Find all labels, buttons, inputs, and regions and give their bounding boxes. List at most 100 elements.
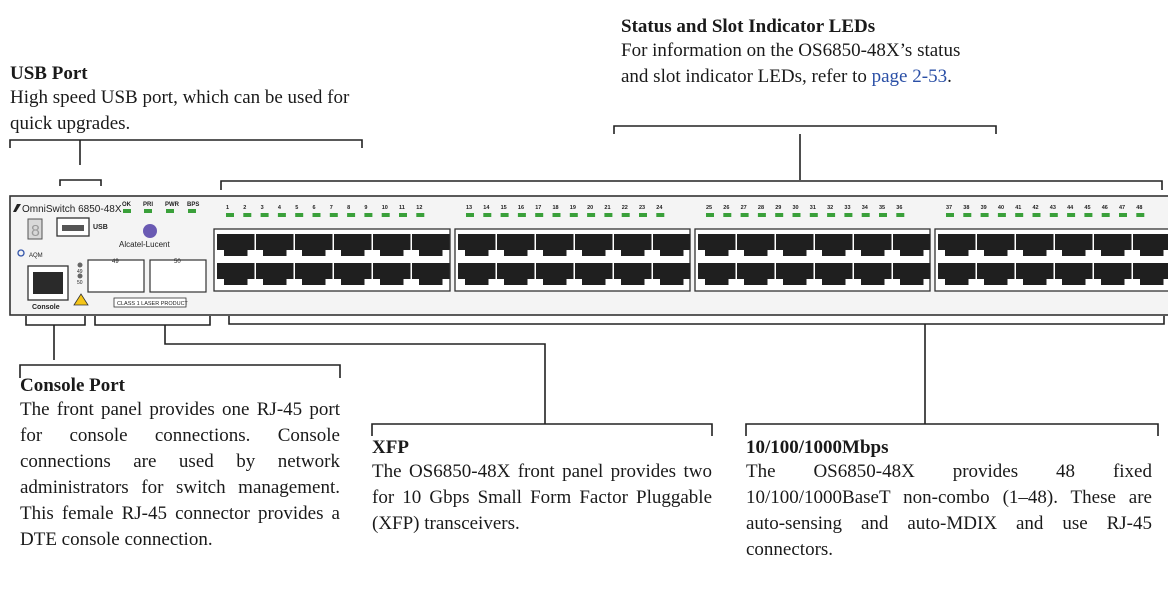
port-led-26 xyxy=(723,213,732,217)
rj45-port-25[interactable] xyxy=(698,234,736,256)
ports-callout: 10/100/1000Mbps The OS6850-48X provides … xyxy=(746,436,1152,563)
page-link[interactable]: page 2-53 xyxy=(871,66,948,87)
rj45-port-8[interactable] xyxy=(334,263,372,285)
port-led-23 xyxy=(639,213,647,217)
rj45-port-4[interactable] xyxy=(256,263,294,285)
port-number-12: 12 xyxy=(416,205,422,211)
rj45-port-48[interactable] xyxy=(1133,263,1168,285)
rj45-port-44[interactable] xyxy=(1055,263,1093,285)
port-number-45: 45 xyxy=(1084,205,1090,211)
rj45-port-43[interactable] xyxy=(1055,234,1093,256)
rj45-port-29[interactable] xyxy=(776,234,814,256)
rj45-port-11[interactable] xyxy=(412,234,450,256)
xfp-led-label-50: 50 xyxy=(77,280,83,286)
port-led-16 xyxy=(517,213,526,217)
port-led-21 xyxy=(604,213,613,217)
rj45-port-23[interactable] xyxy=(653,234,691,256)
rj45-port-18[interactable] xyxy=(536,263,574,285)
status-led-label-bps: BPS xyxy=(187,202,199,208)
rj45-port-12[interactable] xyxy=(412,263,450,285)
rj45-port-27[interactable] xyxy=(737,234,775,256)
rj45-port-39[interactable] xyxy=(977,234,1015,256)
port-number-5: 5 xyxy=(295,205,298,211)
rj45-port-47[interactable] xyxy=(1133,234,1168,256)
rj45-port-41[interactable] xyxy=(1016,234,1054,256)
rj45-port-9[interactable] xyxy=(373,234,411,256)
xfp-port-49[interactable] xyxy=(87,259,145,293)
port-number-46: 46 xyxy=(1102,205,1108,211)
rj45-port-19[interactable] xyxy=(575,234,613,256)
port-led-22 xyxy=(621,213,630,217)
rj45-port-14[interactable] xyxy=(458,263,496,285)
rj45-port-42[interactable] xyxy=(1016,263,1054,285)
port-number-25: 25 xyxy=(706,205,712,211)
xfp-callout: XFP The OS6850-48X front panel provides … xyxy=(372,436,712,537)
rj45-port-2[interactable] xyxy=(217,263,255,285)
rj45-port-1[interactable] xyxy=(217,234,255,256)
ports-description: The OS6850-48X provides 48 fixed 10/100/… xyxy=(746,461,1152,560)
port-led-45 xyxy=(1084,213,1093,217)
rj45-port-30[interactable] xyxy=(776,263,814,285)
rj45-port-17[interactable] xyxy=(536,234,574,256)
port-led-46 xyxy=(1101,213,1110,217)
rj45-port-7[interactable] xyxy=(334,234,372,256)
rj45-port-21[interactable] xyxy=(614,234,652,256)
port-number-41: 41 xyxy=(1015,205,1021,211)
alcatel-lucent-logo-icon xyxy=(143,224,157,238)
xfp-led-49 xyxy=(77,262,83,268)
rj45-ports xyxy=(217,234,1168,285)
rj45-port-32[interactable] xyxy=(815,263,853,285)
xfp-port-49-label: 49 xyxy=(112,259,119,265)
port-led-39 xyxy=(980,213,989,217)
status-led-pri xyxy=(144,209,152,213)
rj45-port-20[interactable] xyxy=(575,263,613,285)
rj45-port-6[interactable] xyxy=(295,263,333,285)
rj45-port-15[interactable] xyxy=(497,234,535,256)
rj45-port-13[interactable] xyxy=(458,234,496,256)
console-port-title: Console Port xyxy=(20,375,126,396)
port-led-9 xyxy=(364,213,373,217)
rj45-port-40[interactable] xyxy=(977,263,1015,285)
rj45-port-16[interactable] xyxy=(497,263,535,285)
port-number-29: 29 xyxy=(775,205,781,211)
port-number-42: 42 xyxy=(1033,205,1039,211)
status-led-label-pri: PRI xyxy=(143,202,153,208)
rj45-port-28[interactable] xyxy=(737,263,775,285)
port-number-4: 4 xyxy=(278,205,282,211)
rj45-port-22[interactable] xyxy=(614,263,652,285)
rj45-port-24[interactable] xyxy=(653,263,691,285)
xfp-callout-bracket xyxy=(371,423,713,436)
aqm-label: AQM xyxy=(29,253,43,259)
rj45-port-33[interactable] xyxy=(854,234,892,256)
rj45-port-31[interactable] xyxy=(815,234,853,256)
status-led-bracket xyxy=(220,180,1163,190)
status-leds-title: Status and Slot Indicator LEDs xyxy=(621,16,876,37)
port-led-29 xyxy=(775,213,784,217)
port-led-32 xyxy=(827,213,836,217)
rj45-port-38[interactable] xyxy=(938,263,976,285)
rj45-port-34[interactable] xyxy=(854,263,892,285)
port-led-44 xyxy=(1067,213,1076,217)
rj45-port-46[interactable] xyxy=(1094,263,1132,285)
rj45-port-37[interactable] xyxy=(938,234,976,256)
port-number-18: 18 xyxy=(553,205,559,211)
rj45-port-10[interactable] xyxy=(373,263,411,285)
port-led-35 xyxy=(879,213,887,217)
usb-bracket xyxy=(9,139,363,148)
port-number-3: 3 xyxy=(261,205,264,211)
port-number-7: 7 xyxy=(330,205,333,211)
port-number-20: 20 xyxy=(587,205,593,211)
port-number-33: 33 xyxy=(844,205,850,211)
console-port-jack xyxy=(33,272,63,294)
rj45-port-35[interactable] xyxy=(893,234,931,256)
rj45-port-3[interactable] xyxy=(256,234,294,256)
rj45-port-5[interactable] xyxy=(295,234,333,256)
xfp-description: The OS6850-48X front panel provides two … xyxy=(372,461,712,534)
ports-title: 10/100/1000Mbps xyxy=(746,437,889,458)
rj45-port-36[interactable] xyxy=(893,263,931,285)
xfp-port-50[interactable] xyxy=(149,259,207,293)
rj45-port-26[interactable] xyxy=(698,263,736,285)
rj45-port-45[interactable] xyxy=(1094,234,1132,256)
port-number-32: 32 xyxy=(827,205,833,211)
